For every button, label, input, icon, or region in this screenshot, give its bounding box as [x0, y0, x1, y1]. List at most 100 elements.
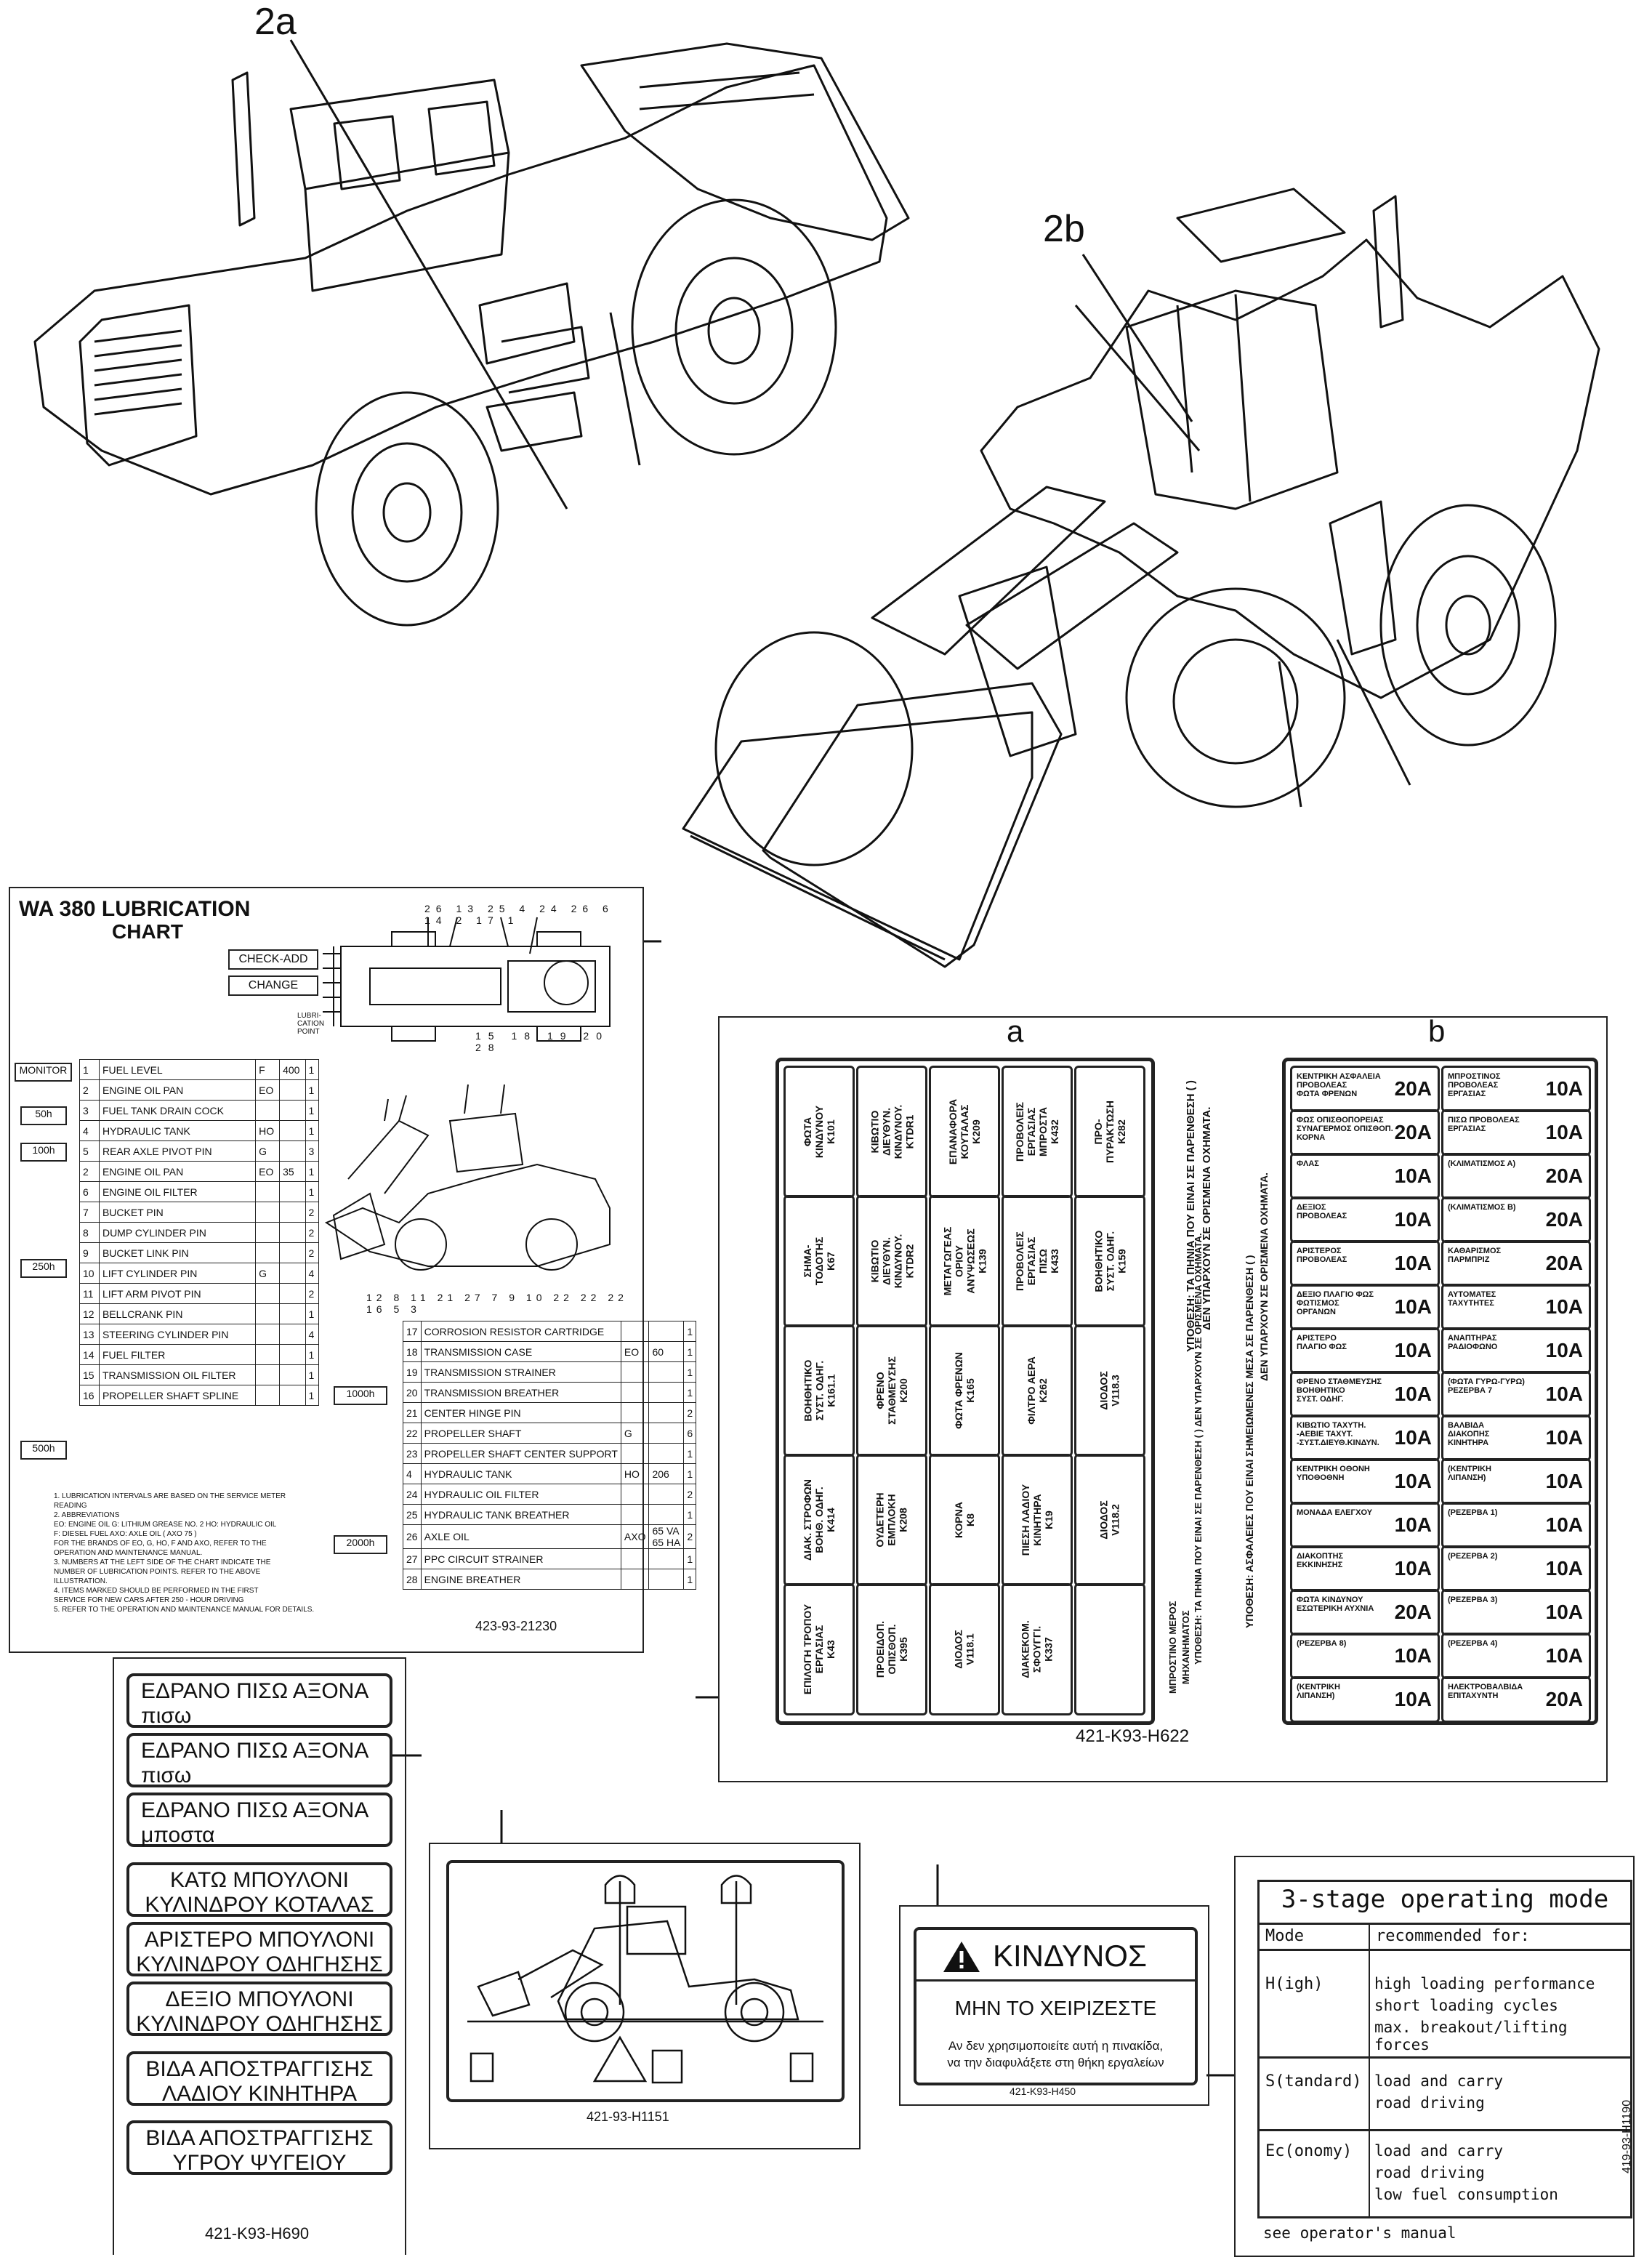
relay-cell: ΠΙΕΣΗ ΛΑΔΙΟΥ ΚΙΝΗΤΗΡΑ K19: [1002, 1454, 1073, 1586]
relay-cell: ΚΟΡΝΑ K8: [929, 1454, 1000, 1586]
fuse-label: ΜΠΡΟΣΤΙΝΟΣ ΠΡΟΒΟΛΕΑΣ ΕΡΓΑΣΙΑΣ: [1448, 1072, 1501, 1098]
fuse-label: ΔΕΞΙΟ ΠΛΑΓΙΟ ΦΩΣ ΦΩΤΙΣΜΟΣ ΟΡΓΑΝΩΝ: [1297, 1290, 1374, 1316]
lube-cell-item: HYDRAULIC TANK BREATHER: [420, 1504, 621, 1525]
fuse-b-note-2: ΔΕΝ ΥΠΑΡΧΟΥΝ ΣΕ ΟΡΙΣΜΕΝΑ ΟΧΗΜΑΤΑ.: [1258, 1172, 1270, 1381]
lube-cell-code: EO: [620, 1341, 650, 1362]
lube-cell-item: STEERING CYLINDER PIN: [98, 1324, 257, 1345]
relay-cell: ΦΩΤΑ ΦΡΕΝΩΝ K165: [929, 1324, 1000, 1457]
lube-cell-pts: 1: [305, 1364, 320, 1385]
lube-cell-pts: 1: [683, 1443, 697, 1464]
lube-cell-no: 21: [403, 1402, 422, 1423]
lube-cell-item: ENGINE OIL PAN: [98, 1161, 257, 1182]
lube-num-15: 15: [475, 1030, 501, 1042]
fuse-amperage: 20A: [1394, 1121, 1432, 1143]
lube-cell-pts: 1: [305, 1344, 320, 1365]
front-of-machine-label: ΜΠΡΟΣΤΙΝΟ ΜΕΡΟΣ ΜΗΧΑΝΗΜΑΤΟΣ: [1167, 1601, 1191, 1694]
lube-num-13: 13: [456, 903, 480, 914]
lube-cell-no: 18: [403, 1341, 422, 1362]
lube-cell-code: HO: [620, 1463, 650, 1484]
greek-labels-part-code: 421-K93-H690: [205, 2224, 310, 2242]
lube-num-26: 26: [424, 903, 448, 914]
greek-label-line: πισω: [141, 1704, 192, 1728]
relay-cell: ΦΩΤΑ ΚΙΝΔΥΝΟΥ K101: [783, 1066, 855, 1198]
lube-cell-item: TRANSMISSION CASE: [420, 1341, 621, 1362]
lube-cell-code: [620, 1484, 650, 1505]
greek-label-line: ΛΑΔΙΟΥ ΚΙΝΗΤΗΡΑ: [161, 2082, 358, 2106]
lube-cell-no: 14: [79, 1344, 100, 1365]
lube-cell-pts: 2: [683, 1484, 697, 1505]
lube-cell-pts: 4: [305, 1324, 320, 1345]
greek-label-line: ΚΥΛΙΝΔΡΟΥ ΟΔΗΓΗΣΗΣ: [136, 2012, 383, 2036]
lube-cell-code: [255, 1100, 281, 1121]
lift-point-decal: 421-93-H1151: [429, 1843, 861, 2149]
lube-num-28: 28: [475, 1042, 501, 1053]
lube-cell-item: AXLE OIL: [420, 1524, 621, 1549]
fuse-label-a: a: [1007, 1014, 1024, 1048]
lube-cell-pts: 4: [305, 1263, 320, 1284]
lube-num-5: 5: [393, 1303, 404, 1315]
relay-label: ΔΙΟΔΟΣ V118.1: [952, 1630, 976, 1669]
relay-cell: ΕΠΑΝΑΦΟΡΑ ΚΟΥΤΑΛΑΣ K209: [929, 1066, 1000, 1198]
fuse-label: (ΚΕΝΤΡΙΚΗ ΛΙΠΑΝΣΗ): [1297, 1683, 1340, 1700]
lube-schematic: [323, 917, 611, 1271]
lube-cell-no: 5: [79, 1140, 100, 1162]
relay-label: ΠΡΟΒΟΛΕΙΣ ΕΡΓΑΣΙΑΣ ΜΠΡΟΣΤΑ K432: [1014, 1102, 1060, 1162]
fuse-amperage: 10A: [1394, 1164, 1432, 1187]
lube-cell-qty: [279, 1120, 306, 1141]
lube-num-22b: 22: [580, 1292, 601, 1303]
change-box: CHANGE: [228, 975, 318, 996]
relay-cell: ΠΡΟΒΟΛΕΙΣ ΕΡΓΑΣΙΑΣ ΠΙΣΩ K433: [1002, 1195, 1073, 1327]
relay-cell: ΔΙΟΔΟΣ V118.1: [929, 1583, 1000, 1715]
lube-cell-qty: 65 VA 65 HA: [648, 1524, 685, 1549]
lube-cell-qty: [279, 1242, 306, 1263]
lube-cell-pts: 1: [683, 1382, 697, 1403]
lube-note-line: NUMBER OF LUBRICATION POINTS. REFER TO T…: [54, 1568, 261, 1576]
lube-cell-item: BUCKET LINK PIN: [98, 1242, 257, 1263]
lube-cell-qty: [279, 1140, 306, 1162]
greek-label-line: ΥΓΡΟΥ ΨΥΓΕΙΟΥ: [172, 2151, 347, 2175]
lube-cell-no: 24: [403, 1484, 422, 1505]
wheel-loader-2a-drawing: [33, 39, 910, 627]
fuse-cell: (ΡΕΖΕΡΒΑ 2)10A: [1441, 1545, 1591, 1592]
lube-title-2: CHART: [112, 920, 183, 943]
lube-note-line: 5. REFER TO THE OPERATION AND MAINTENANC…: [54, 1606, 315, 1614]
fuse-cell: (ΚΛΙΜΑΤΙΣΜΟΣ Α)20A: [1441, 1153, 1591, 1199]
lube-cell-qty: [279, 1344, 306, 1365]
op-footer: see operator's manual: [1263, 2224, 1456, 2242]
op-header-divider: [1260, 1949, 1630, 1951]
lube-num-3: 3: [411, 1303, 421, 1315]
relay-label: ΚΟΡΝΑ K8: [952, 1502, 976, 1538]
lube-cell-item: REAR AXLE PIVOT PIN: [98, 1140, 257, 1162]
relay-label: ΠΡΟΒΟΛΕΙΣ ΕΡΓΑΣΙΑΣ ΠΙΣΩ K433: [1014, 1231, 1060, 1291]
lube-cell-no: 4: [79, 1120, 100, 1141]
lube-cell-qty: 400: [279, 1059, 306, 1080]
fuse-label: ΔΕΞΙΟΣ ΠΡΟΒΟΛΕΑΣ: [1297, 1203, 1347, 1220]
lube-cell-code: [255, 1242, 281, 1263]
lube-note-line: OPERATION AND MAINTENANCE MANUAL.: [54, 1549, 203, 1557]
danger-line-1: Αν δεν χρησιμοποιείτε αυτή η πινακίδα,: [948, 2039, 1164, 2053]
lifting-diagram: [467, 1875, 823, 2084]
lube-cell-qty: [648, 1548, 685, 1569]
wheel-loader-2b-drawing: [682, 188, 1600, 968]
lube-cell-pts: 2: [305, 1283, 320, 1304]
lube-cell-qty: [279, 1303, 306, 1324]
greek-label-line: ΕΔΡΑΝΟ ΠΙΣΩ ΑΞΟΝΑ: [141, 1679, 369, 1703]
fuse-label: ΚΙΒΩΤΙΟ ΤΑΧΥΤΗ. -ΑΕΒΙΕ ΤΑΧΥΤ. -ΣΥΣΤ.ΔΙΕΥ…: [1297, 1421, 1379, 1447]
relay-cell: ΔΙΑΚ. ΣΤΡΟΦΩΝ ΒΟΗΘ. ΟΔΗΓ. K414: [783, 1454, 855, 1586]
relay-label: ΠΙΕΣΗ ΛΑΔΙΟΥ ΚΙΝΗΤΗΡΑ K19: [1020, 1484, 1055, 1556]
lube-cell-item: FUEL LEVEL: [98, 1059, 257, 1080]
lube-cell-no: 6: [79, 1181, 100, 1202]
fuse-amperage: 10A: [1545, 1383, 1583, 1405]
lube-cell-pts: 1: [305, 1303, 320, 1324]
interval-250h: 250h: [20, 1259, 67, 1278]
lube-num-8: 8: [393, 1292, 404, 1303]
lube-cell-no: 4: [403, 1463, 422, 1484]
